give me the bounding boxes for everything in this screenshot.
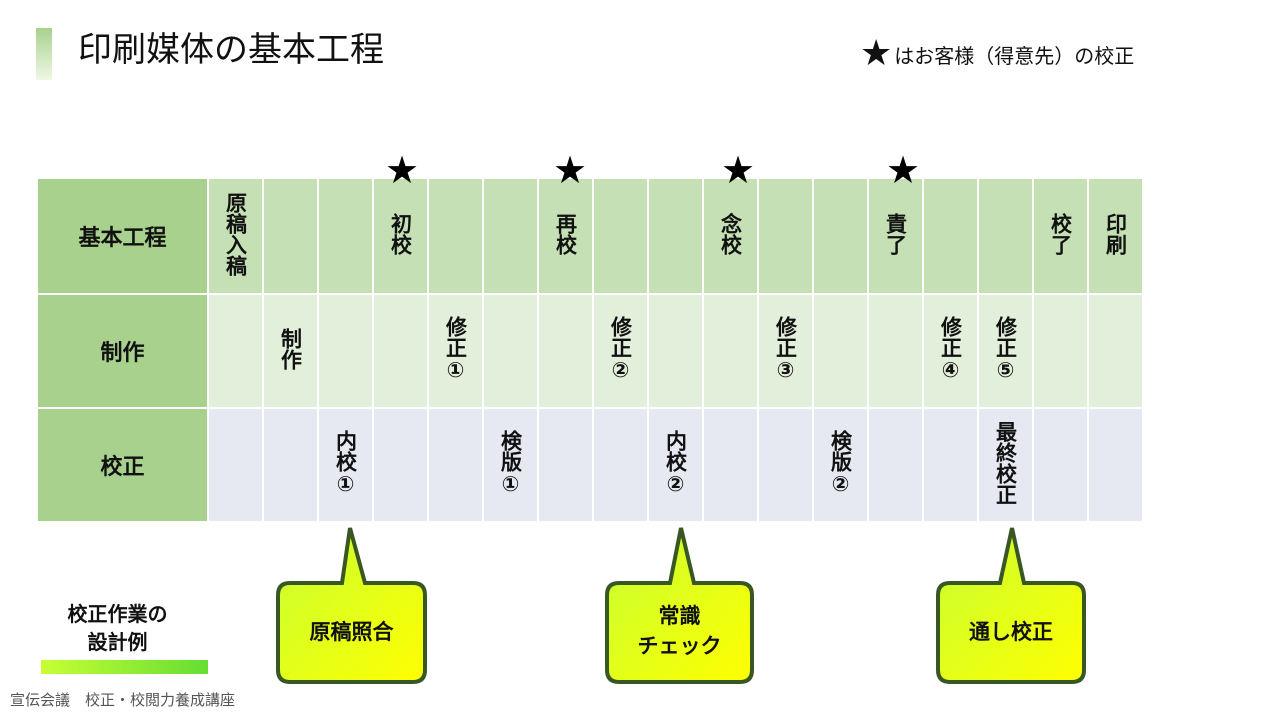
cell xyxy=(922,177,979,295)
cell: 原稿入稿 xyxy=(207,177,264,295)
cell: 責了 xyxy=(867,177,924,295)
row-header-seisaku: 制作 xyxy=(36,293,209,409)
cell xyxy=(262,407,319,523)
cell: 念校 xyxy=(702,177,759,295)
cell xyxy=(372,407,429,523)
cell xyxy=(812,293,869,409)
table-row-kousei: 校正 内校① 検版① 内校② 検版② 最終校正 xyxy=(36,407,1144,523)
cell xyxy=(207,407,264,523)
row-header-kihon: 基本工程 xyxy=(36,177,209,295)
cell: 再校 xyxy=(537,177,594,295)
callout-line: 常識 xyxy=(658,604,701,628)
table-row-seisaku: 制作 制作 修正① 修正② 修正③ 修正④ 修正⑤ xyxy=(36,293,1144,409)
cell xyxy=(812,177,869,295)
cell: 修正③ xyxy=(757,293,814,409)
cell xyxy=(647,293,704,409)
legend-text: はお客様（得意先）の校正 xyxy=(894,43,1135,68)
cell: 修正④ xyxy=(922,293,979,409)
cell xyxy=(262,177,319,295)
star-icon: ★ xyxy=(885,148,921,192)
cell xyxy=(977,177,1034,295)
star-icon: ★ xyxy=(860,33,893,74)
cell-text: 原稿入稿 xyxy=(223,192,248,276)
star-icon: ★ xyxy=(552,148,588,192)
cell xyxy=(757,177,814,295)
cell-text: 検版① xyxy=(498,430,523,496)
legend: ★ はお客様（得意先）の校正 xyxy=(860,36,1134,72)
cell-text: 修正⑤ xyxy=(993,316,1018,382)
example-label: 校正作業の 設計例 xyxy=(40,600,210,674)
cell xyxy=(702,293,759,409)
cell xyxy=(647,177,704,295)
process-table: 基本工程 原稿入稿 初校 再校 念校 責了 校了 印刷 制作 制作 修正① 修正… xyxy=(36,177,1144,523)
example-label-line: 設計例 xyxy=(87,630,148,654)
cell: 検版② xyxy=(812,407,869,523)
star-icon: ★ xyxy=(720,148,756,192)
cell-text: 初校 xyxy=(388,213,413,255)
cell-text: 最終校正 xyxy=(993,421,1018,505)
callout-text: 通し校正 xyxy=(969,620,1053,644)
page-title: 印刷媒体の基本工程 xyxy=(78,30,384,70)
callout-bubble-joshiki xyxy=(605,527,754,684)
cell xyxy=(317,177,374,295)
cell: 検版① xyxy=(482,407,539,523)
cell: 最終校正 xyxy=(977,407,1034,523)
callout-line: チェック xyxy=(637,634,722,658)
cell xyxy=(537,293,594,409)
cell xyxy=(922,407,979,523)
cell-text: 校了 xyxy=(1048,213,1073,255)
callout-bubble-toshi xyxy=(936,527,1086,684)
cell-text: 制作 xyxy=(278,328,303,370)
cell: 修正⑤ xyxy=(977,293,1034,409)
cell xyxy=(867,407,924,523)
example-label-line: 校正作業の xyxy=(67,602,168,626)
cell xyxy=(702,407,759,523)
cell-text: 検版② xyxy=(828,430,853,496)
callout-bubble-genko xyxy=(276,527,427,684)
cell: 内校① xyxy=(317,407,374,523)
cell-text: 修正① xyxy=(443,316,468,382)
cell xyxy=(317,293,374,409)
cell xyxy=(1087,407,1144,523)
cell xyxy=(592,177,649,295)
cell-text: 修正③ xyxy=(773,316,798,382)
cell xyxy=(592,407,649,523)
callout-text: 常識 チェック xyxy=(607,601,752,661)
cell: 印刷 xyxy=(1087,177,1144,295)
cell xyxy=(372,293,429,409)
row-header-kousei: 校正 xyxy=(36,407,209,523)
cell xyxy=(1087,293,1144,409)
cell: 制作 xyxy=(262,293,319,409)
footer-text: 宣伝会議 校正・校閲力養成講座 xyxy=(10,691,236,709)
cell-text: 修正② xyxy=(608,316,633,382)
highlight-bar xyxy=(41,660,208,674)
cell-text: 修正④ xyxy=(938,316,963,382)
cell xyxy=(482,293,539,409)
cell xyxy=(207,293,264,409)
cell xyxy=(867,293,924,409)
star-icon: ★ xyxy=(384,148,420,192)
cell-text: 印刷 xyxy=(1103,213,1128,255)
cell-text: 再校 xyxy=(553,213,578,255)
cell: 校了 xyxy=(1032,177,1089,295)
cell-text: 念校 xyxy=(718,213,743,255)
cell-text: 責了 xyxy=(883,213,908,255)
cell xyxy=(482,177,539,295)
cell xyxy=(427,407,484,523)
cell-text: 内校② xyxy=(663,430,688,496)
cell xyxy=(1032,407,1089,523)
cell: 修正② xyxy=(592,293,649,409)
cell xyxy=(427,177,484,295)
callout-text: 原稿照合 xyxy=(309,620,394,644)
cell xyxy=(1032,293,1089,409)
cell: 修正① xyxy=(427,293,484,409)
table-row-kihon: 基本工程 原稿入稿 初校 再校 念校 責了 校了 印刷 xyxy=(36,177,1144,295)
cell xyxy=(757,407,814,523)
cell: 内校② xyxy=(647,407,704,523)
cell xyxy=(537,407,594,523)
cell: 初校 xyxy=(372,177,429,295)
title-accent-bar xyxy=(36,28,52,80)
cell-text: 内校① xyxy=(333,430,358,496)
